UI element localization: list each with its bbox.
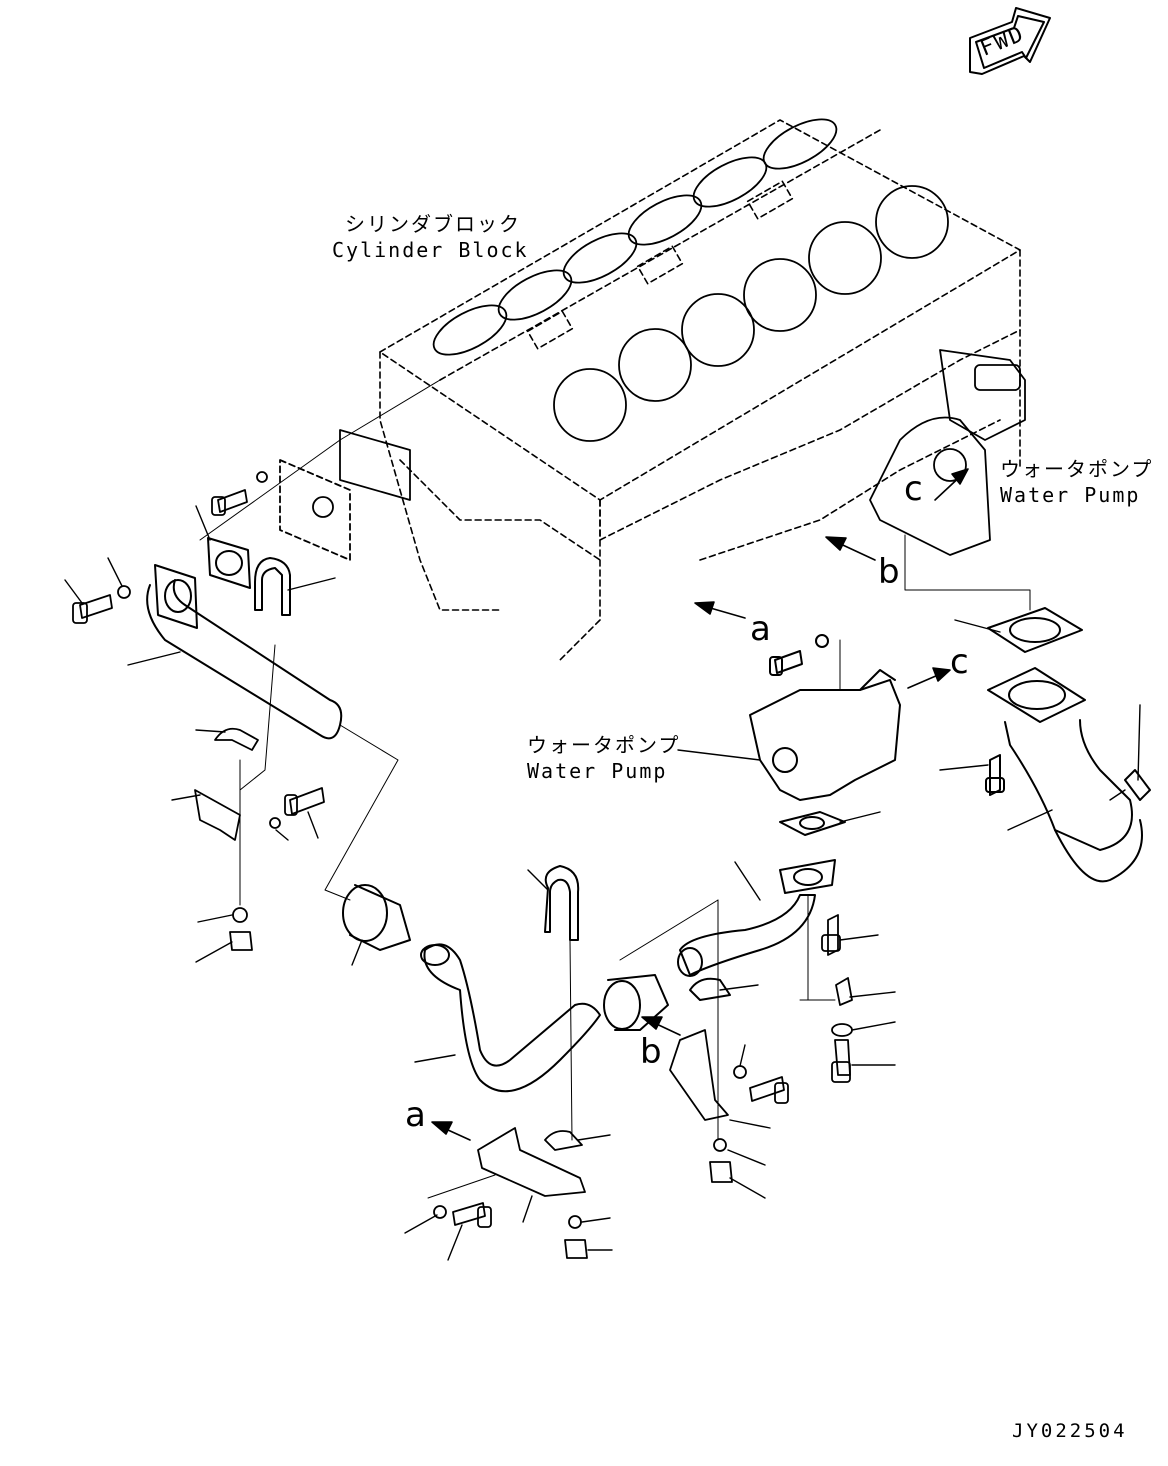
leader-lines bbox=[64, 505, 1141, 1261]
ref-letter-b-upper: b bbox=[878, 552, 900, 592]
ref-letter-a-upper: a bbox=[750, 609, 771, 649]
water-pump-upper-label-ja: ウォータポンプ bbox=[1000, 457, 1154, 481]
upper-left-pipe bbox=[146, 537, 343, 740]
water-pump-center-label-en: Water Pump bbox=[527, 759, 668, 783]
bracket-left bbox=[194, 727, 259, 951]
ref-letter-c-center: c bbox=[950, 642, 969, 682]
ref-letter-a-lower: a bbox=[405, 1095, 426, 1135]
water-pump-upper-label-en: Water Pump bbox=[1000, 483, 1141, 507]
water-pump-center bbox=[749, 634, 901, 836]
bracket-lower-center bbox=[433, 1127, 588, 1259]
water-pump-center-label-ja: ウォータポンプ bbox=[527, 733, 681, 757]
connection-lines bbox=[199, 379, 1031, 1199]
cylinder-block-label-en: Cylinder Block bbox=[332, 238, 529, 262]
figure-code: JY022504 bbox=[1012, 1420, 1128, 1442]
cylinder-block-label-ja: シリンダブロック bbox=[345, 212, 521, 236]
center-pipe bbox=[342, 865, 601, 1093]
ref-letter-b-lower: b bbox=[640, 1032, 662, 1072]
fwd-arrow-icon bbox=[969, 7, 1051, 75]
right-elbow bbox=[985, 607, 1151, 883]
left-flange-gasket bbox=[279, 429, 411, 561]
right-lower-pipe bbox=[603, 859, 836, 1031]
reference-arrows bbox=[431, 468, 969, 1141]
bracket-lower-right bbox=[669, 914, 853, 1183]
cylinder-bores bbox=[432, 118, 949, 442]
water-pump-upper bbox=[869, 349, 1026, 556]
bolts-left bbox=[72, 471, 325, 829]
ref-letter-c-upper: c bbox=[904, 469, 923, 509]
